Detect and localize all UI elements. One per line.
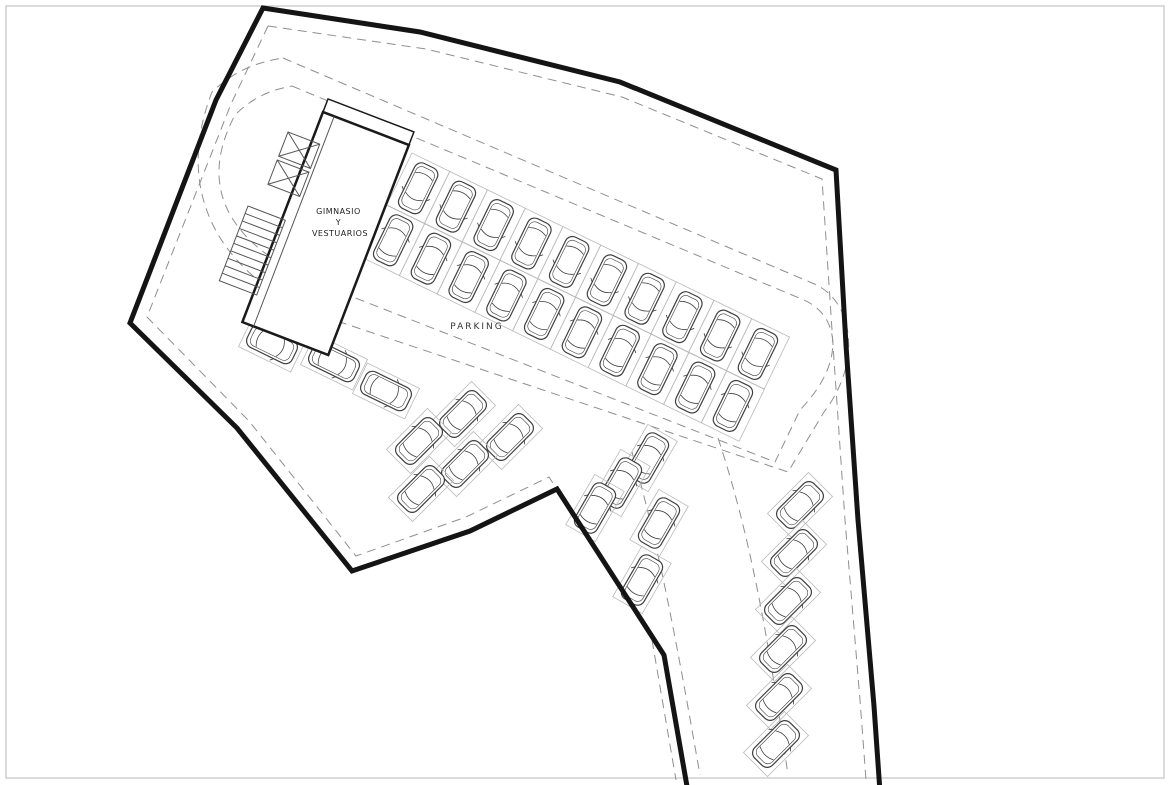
building-inner-wall (253, 116, 335, 327)
loop-inner-edge (218, 85, 834, 463)
building-label-line: VESTUARIOS (312, 229, 368, 238)
shaft-box (278, 131, 321, 170)
driveway-right-edge (717, 437, 789, 776)
car-icon (518, 284, 570, 344)
stair-treads (222, 213, 283, 289)
car-icon (631, 339, 683, 400)
car-icon (615, 549, 669, 611)
car-icon (430, 176, 482, 237)
tail-driveway (631, 437, 789, 776)
car-icon (581, 250, 633, 311)
car-icon (480, 265, 532, 326)
car-icon (669, 357, 721, 418)
car-icon (556, 302, 608, 363)
car-icon (356, 365, 416, 417)
page-border (5, 5, 1165, 779)
car-icon (632, 492, 686, 554)
car-icon (433, 384, 493, 444)
site-boundary (127, 5, 883, 785)
setback-line-right (267, 25, 867, 781)
car-icon (619, 268, 671, 329)
building-label-line: Y (335, 218, 341, 227)
car-icon (480, 407, 540, 467)
building-label: GIMNASIO Y VESTUARIOS (312, 207, 368, 238)
car-icon (594, 320, 646, 381)
car-icon (405, 228, 457, 289)
car-icon (732, 324, 784, 384)
car-icon (694, 305, 746, 366)
car-icon (543, 232, 595, 292)
car-icon (656, 287, 708, 348)
car-icon (443, 247, 495, 307)
car-icon (707, 376, 759, 436)
gym-building: GIMNASIO Y VESTUARIOS (218, 97, 415, 357)
shaft-cross (278, 131, 320, 169)
setback-dashes (146, 25, 867, 781)
parking-band (361, 152, 790, 442)
parking-row (361, 204, 765, 442)
setback-line-left (146, 25, 677, 781)
building-label-line: GIMNASIO (316, 207, 361, 216)
car-icon (758, 571, 818, 631)
car-icon (468, 195, 520, 255)
parking-row (386, 152, 790, 390)
parking-label: PARKING (450, 322, 504, 332)
shaft-cross (267, 159, 310, 197)
car-icon (391, 459, 451, 519)
car-icon (505, 213, 557, 274)
driveway-left-edge (631, 451, 701, 776)
car-icon (770, 475, 830, 535)
elevator-shafts (267, 131, 321, 198)
car-icon (435, 434, 495, 494)
car-icon (389, 411, 449, 471)
shaft-box (267, 159, 310, 198)
stairs (218, 205, 286, 296)
car-icon (764, 523, 824, 583)
building-outline (240, 110, 411, 357)
